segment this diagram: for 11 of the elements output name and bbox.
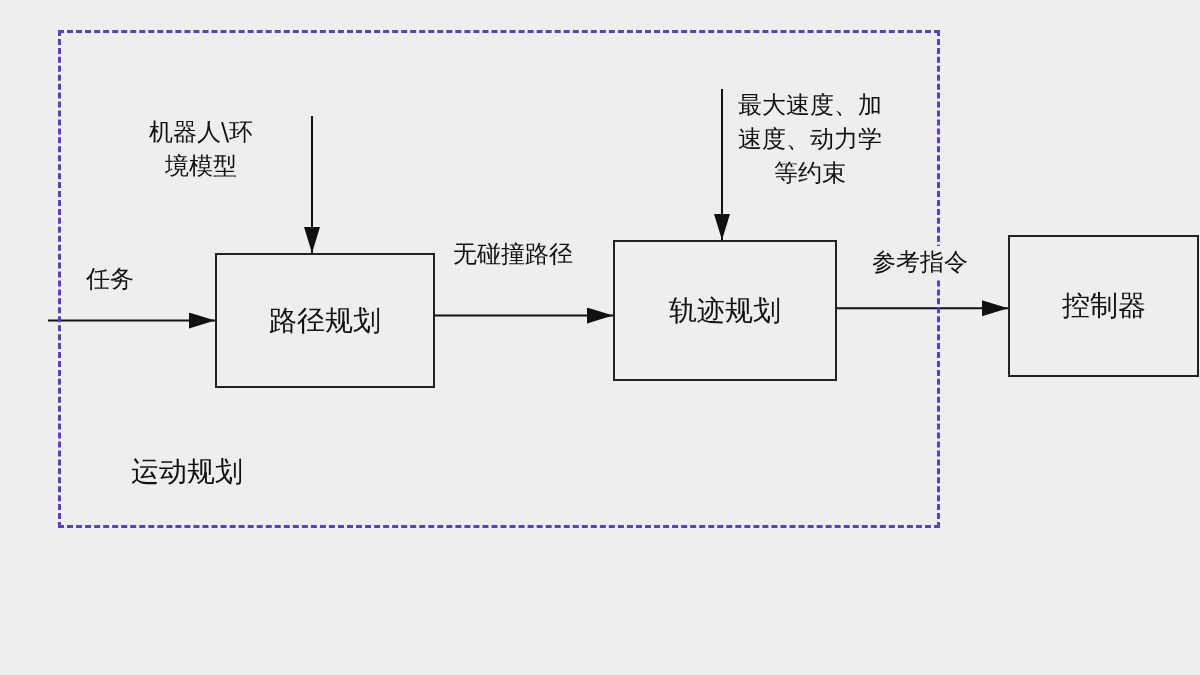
arrow	[714, 88, 730, 241]
arrow	[836, 300, 1009, 317]
process-box: 路径规划	[215, 253, 435, 388]
group-label: 运动规划	[131, 454, 243, 490]
arrow	[304, 115, 320, 254]
process-box: 控制器	[1008, 235, 1199, 377]
process-box: 轨迹规划	[613, 240, 837, 381]
arrow	[434, 307, 614, 324]
constraint-text: 最大速度、加速度、动力学等约束	[722, 88, 898, 198]
input-text: 机器人\环境模型	[140, 115, 312, 195]
arrow	[47, 312, 216, 329]
